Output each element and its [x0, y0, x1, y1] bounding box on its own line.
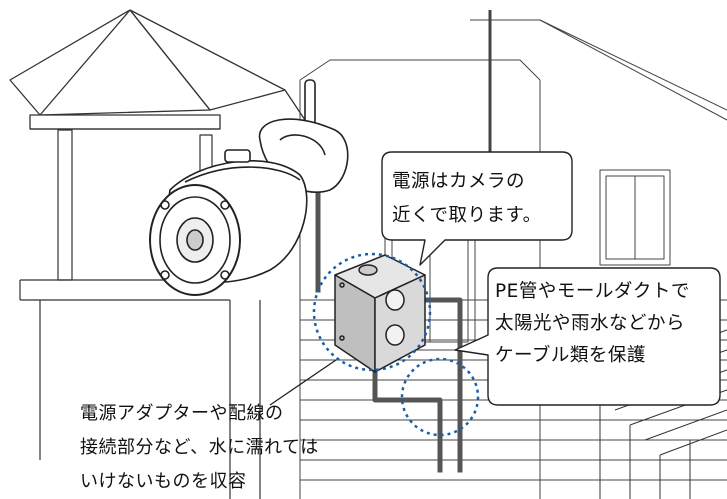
junction-box-note: 電源アダプターや配線の 接続部分など、水に濡れては いけないものを収容 [80, 403, 319, 492]
callout-pe [454, 267, 721, 406]
junction-box [334, 254, 426, 373]
porch-roof [9, 9, 306, 130]
highlight-circles [312, 252, 480, 437]
callout-power-text: 電源はカメラの 近くで取ります。 [392, 171, 542, 226]
camera [149, 79, 349, 296]
callout-pe-text: PE管やモールダクトで 太陽光や雨水などから ケーブル類を保護 [495, 281, 690, 366]
callout-power [381, 151, 573, 266]
